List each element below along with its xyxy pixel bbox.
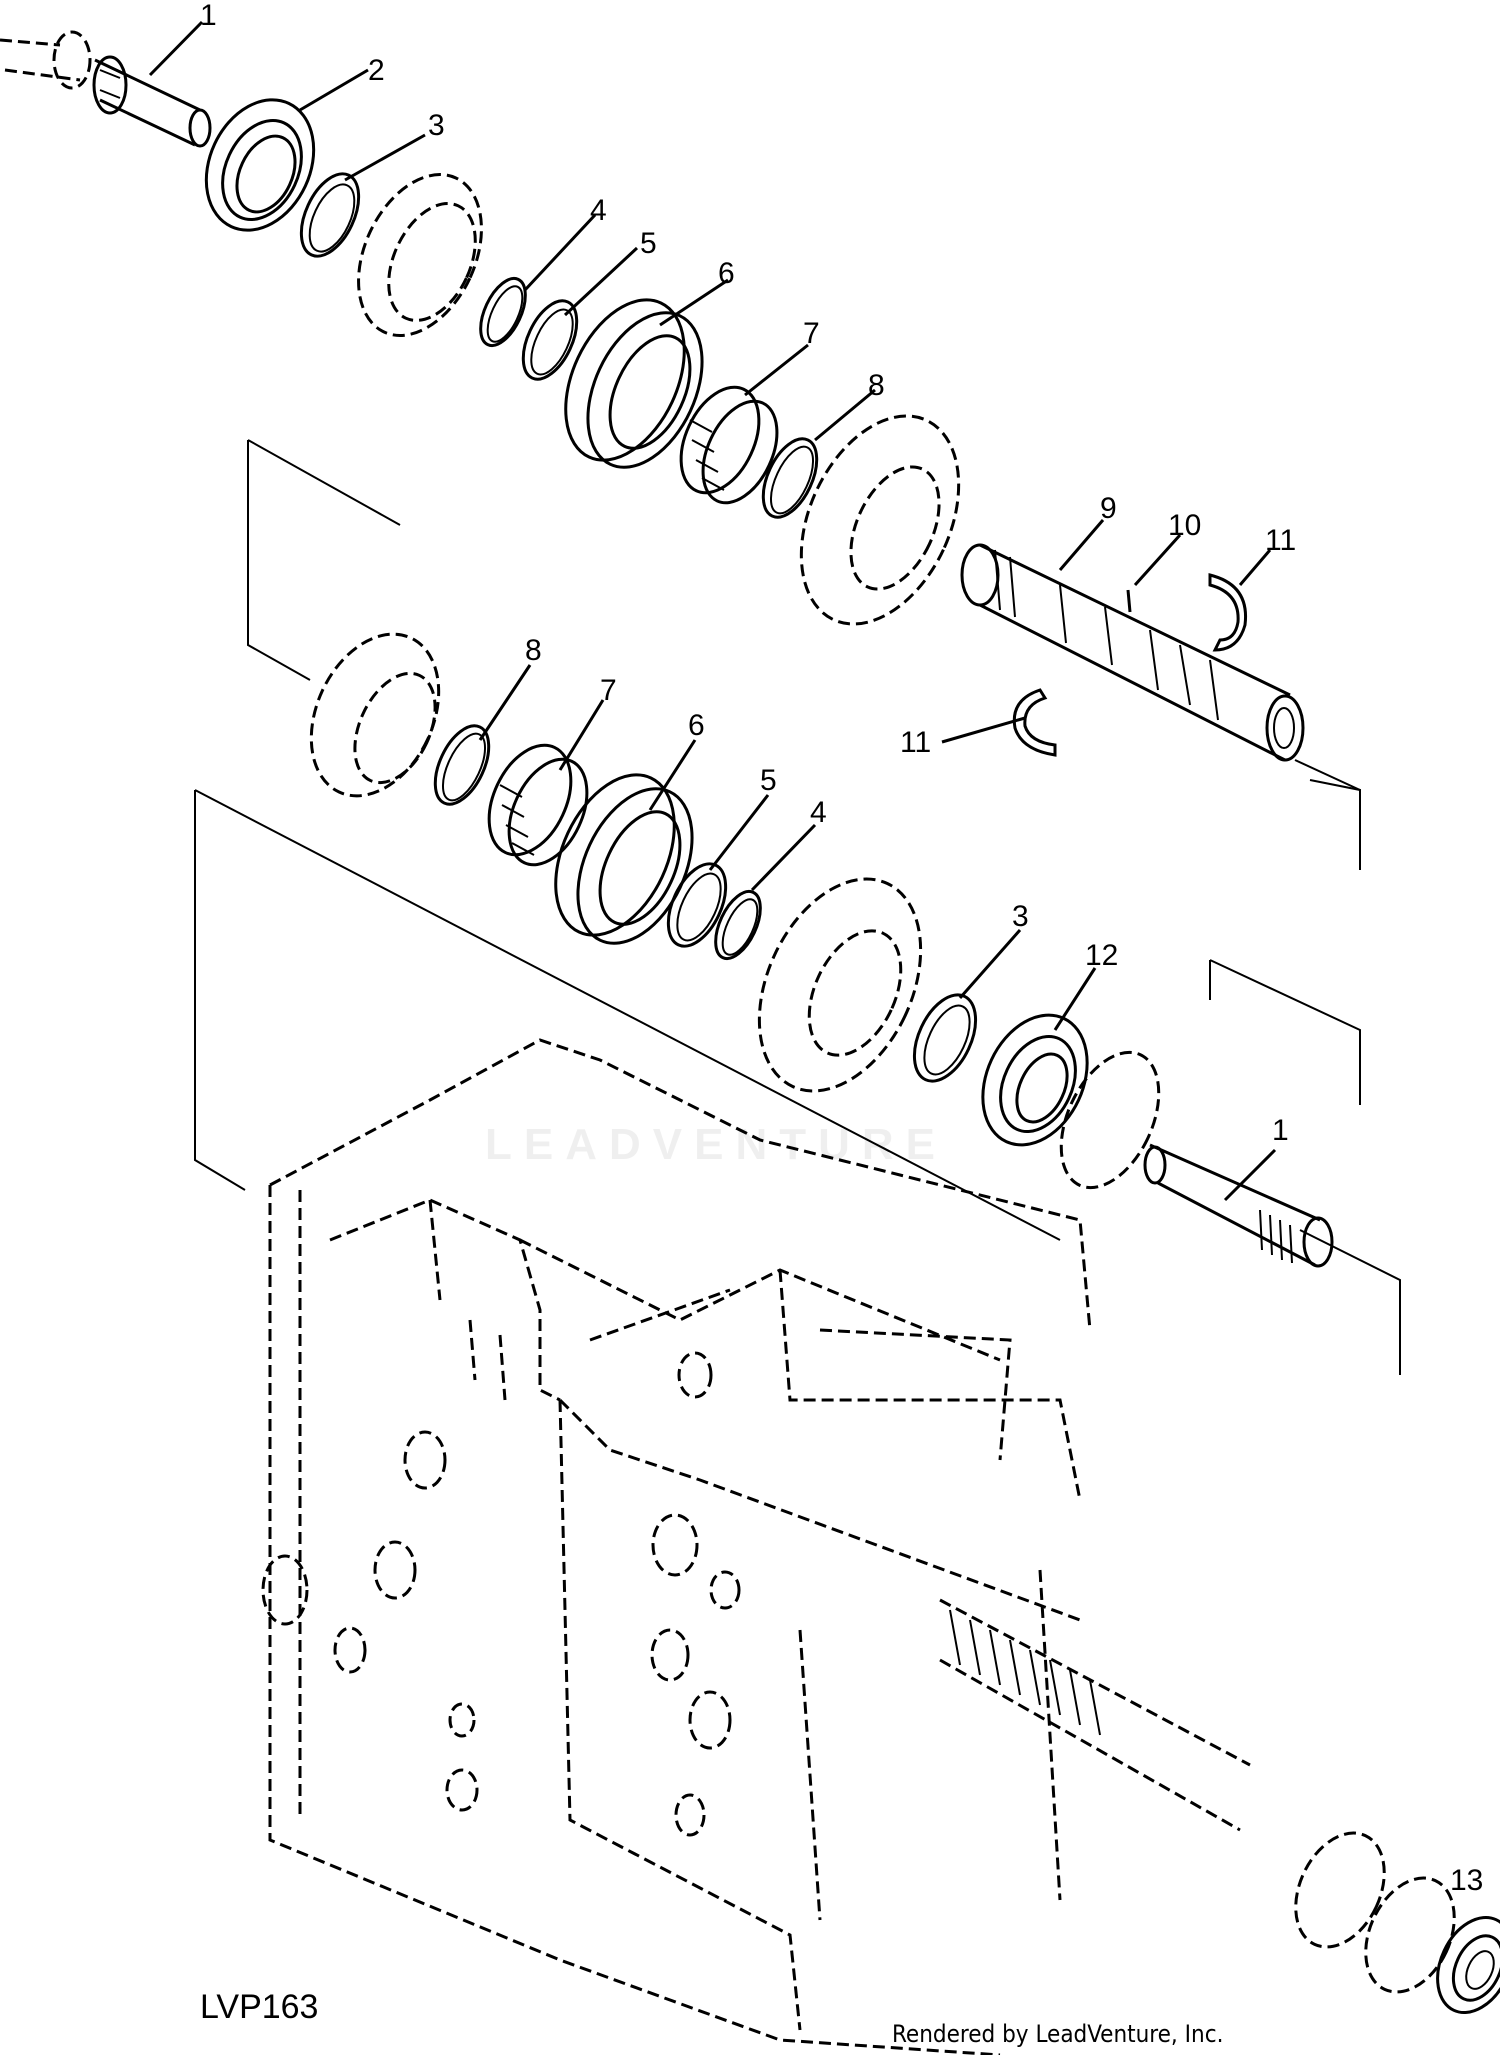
callout-10: 10	[1168, 509, 1201, 542]
leader-lines	[148, 20, 1277, 1202]
callout-5-upper: 5	[640, 227, 657, 260]
callout-13: 13	[1450, 1864, 1483, 1897]
callout-3-upper: 3	[428, 109, 445, 142]
credit-text: Rendered by LeadVenture, Inc.	[892, 2020, 1224, 2048]
part-5-washer	[521, 299, 579, 381]
part-1-lower-shaft	[1143, 1143, 1334, 1268]
callout-8-lower: 8	[525, 634, 542, 667]
part-2-bearing	[204, 98, 316, 232]
callout-4-lower: 4	[810, 796, 827, 829]
gear-lower-center-dashed	[757, 877, 923, 1093]
part-11-half-ring-upper	[1208, 573, 1248, 652]
part-8-snap-ring-lower	[433, 724, 491, 806]
dashed-ring-lower	[1059, 1050, 1161, 1190]
gear-right-dashed	[799, 414, 961, 626]
gear-upper-dashed	[357, 173, 483, 337]
part-10-pin	[1126, 589, 1132, 613]
callout-3-lower: 3	[1012, 900, 1029, 933]
part-8-snap-ring	[761, 437, 819, 519]
part-4-snap-ring-lower	[714, 889, 762, 961]
part-4-snap-ring	[479, 276, 527, 348]
callout-6-upper: 6	[718, 257, 735, 290]
part-11-half-ring-lower	[1012, 688, 1057, 757]
callout-12: 12	[1085, 939, 1118, 972]
part-7-needle-bearing	[679, 385, 779, 505]
callout-4-upper: 4	[590, 194, 607, 227]
transmission-housing-dashed	[261, 1038, 1092, 2055]
callout-6-lower: 6	[688, 709, 705, 742]
diagram-code: LVP163	[200, 1988, 319, 2026]
callout-11-lower: 11	[900, 726, 931, 759]
part-1-upper-shaft	[0, 30, 212, 148]
callout-5-lower: 5	[760, 764, 777, 797]
gear-lower-left-dashed	[309, 632, 441, 798]
frame-lines-lower	[194, 759, 1401, 1375]
callout-9: 9	[1100, 492, 1117, 525]
part-7-needle-bearing-lower	[487, 743, 589, 867]
callout-1-lower: 1	[1272, 1114, 1289, 1147]
callout-7-lower: 7	[600, 674, 617, 707]
callout-labels: 1 2 3 4 5 6 7 8 9 10 11 11 8 7 6 5 4 3 1…	[200, 0, 1483, 1897]
part-3-ring	[299, 172, 361, 258]
callout-2: 2	[368, 54, 385, 87]
output-shaft-dashed	[939, 1598, 1456, 1994]
callout-7-upper: 7	[803, 317, 820, 350]
callout-11-upper: 11	[1265, 524, 1296, 557]
callout-8-upper: 8	[868, 369, 885, 402]
part-3-ring-lower	[912, 993, 978, 1083]
part-9-main-shaft	[960, 543, 1305, 762]
watermark: LEADVENTURE	[485, 1120, 948, 1169]
part-13-bearing	[1436, 1915, 1500, 2015]
part-6-collar	[564, 298, 704, 469]
callout-1-upper: 1	[200, 0, 217, 32]
part-6-collar-lower	[554, 773, 694, 945]
frame-lines-upper	[247, 439, 401, 681]
